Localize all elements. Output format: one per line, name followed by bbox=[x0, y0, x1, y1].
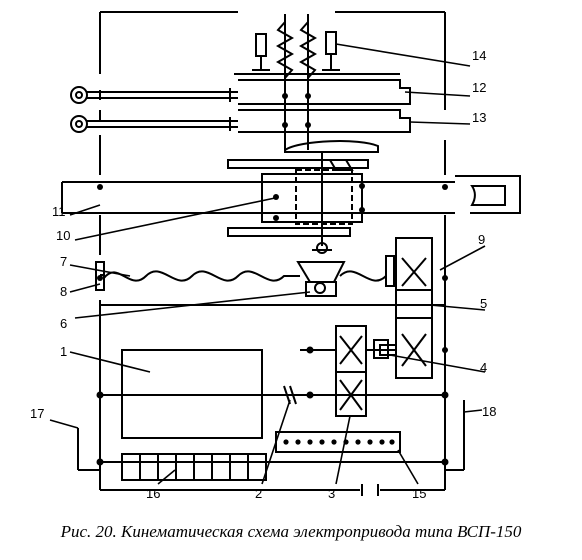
cam-shaft bbox=[95, 261, 387, 291]
terminal-block-16 bbox=[121, 453, 267, 481]
friction-clutch bbox=[373, 339, 397, 359]
label-15: 15 bbox=[412, 486, 426, 501]
label-9: 9 bbox=[478, 232, 485, 247]
contact-springs bbox=[234, 14, 400, 150]
electric-motor bbox=[121, 349, 336, 439]
label-12: 12 bbox=[472, 80, 486, 95]
label-16: 16 bbox=[146, 486, 160, 501]
gearbox-5 bbox=[385, 237, 433, 379]
label-5: 5 bbox=[480, 296, 487, 311]
label-17: 17 bbox=[30, 406, 44, 421]
label-11: 11 bbox=[52, 204, 66, 219]
roller-follower bbox=[296, 261, 346, 297]
label-2: 2 bbox=[255, 486, 262, 501]
housing-frame bbox=[99, 11, 446, 496]
label-18: 18 bbox=[482, 404, 496, 419]
switch-rods bbox=[70, 79, 411, 133]
label-10: 10 bbox=[56, 228, 70, 243]
label-3: 3 bbox=[328, 486, 335, 501]
label-6: 6 bbox=[60, 316, 67, 331]
label-4: 4 bbox=[480, 360, 487, 375]
figure-caption: Рис. 20. Кинематическая схема электропри… bbox=[60, 522, 522, 541]
label-8: 8 bbox=[60, 284, 67, 299]
node-dots bbox=[96, 93, 449, 466]
gate-rod bbox=[61, 175, 521, 214]
leader-lines bbox=[49, 43, 486, 485]
label-13: 13 bbox=[472, 110, 486, 125]
cam-plates bbox=[227, 140, 379, 237]
label-1: 1 bbox=[60, 344, 67, 359]
label-14: 14 bbox=[472, 48, 486, 63]
label-7: 7 bbox=[60, 254, 67, 269]
gearbox-3 bbox=[300, 325, 396, 417]
reference-labels: 14 12 13 11 10 9 7 8 5 6 1 4 17 18 16 2 … bbox=[30, 48, 496, 501]
kinematic-scheme: 14 12 13 11 10 9 7 8 5 6 1 4 17 18 16 2 … bbox=[30, 11, 521, 501]
slider-carriage bbox=[261, 152, 363, 254]
